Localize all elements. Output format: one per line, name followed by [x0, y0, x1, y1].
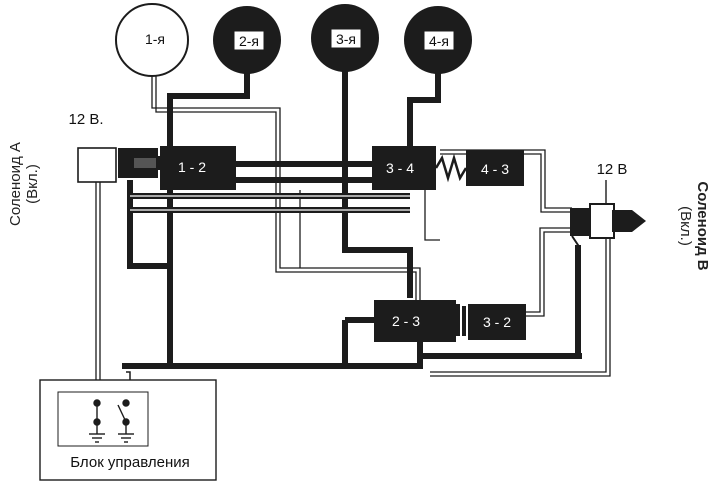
control-unit-label: Блок управления	[70, 454, 189, 471]
valves: 1 - 2 3 - 4 4 - 3 2 - 3 3 - 2	[118, 146, 526, 342]
switch-b-icon	[117, 399, 134, 443]
valve-1-2-label: 1 - 2	[178, 159, 206, 175]
valve-3-4-label: 3 - 4	[386, 160, 414, 176]
valve-1-2: 1 - 2	[118, 146, 236, 190]
gear-circles: 1-я 2-я 3-я 4-я	[115, 3, 472, 77]
solenoid-b-label: Соленоид В (Вкл.)	[671, 161, 711, 291]
thick-lines	[122, 56, 582, 369]
solenoid-b-state: (Вкл.)	[677, 206, 694, 246]
solenoid-a-label: Соленоид А (Вкл.)	[7, 119, 47, 249]
valve-3-2: 3 - 2	[462, 304, 526, 340]
gear-1-label: 1-я	[145, 31, 165, 47]
control-unit-box	[39, 379, 217, 481]
valve-2-3-label: 2 - 3	[392, 313, 420, 329]
solenoid-b-name: Соленоид В	[694, 181, 711, 271]
valve-4-3: 4 - 3	[466, 150, 524, 186]
spring	[434, 153, 468, 183]
gear-4-label: 4-я	[429, 33, 449, 49]
solenoid-b-voltage: 12 В	[597, 161, 628, 178]
solenoid-b-arrow-icon	[612, 210, 646, 232]
thin-lines	[95, 60, 611, 395]
solenoid-a-name: Соленоид А	[7, 142, 24, 226]
gear-3-label: 3-я	[336, 31, 356, 47]
solenoid-a: 12 В.	[68, 111, 117, 183]
valve-4-3-label: 4 - 3	[481, 161, 509, 177]
solenoid-b: 12 В	[570, 161, 646, 249]
solenoid-a-box	[77, 147, 117, 183]
solenoid-a-state: (Вкл.)	[24, 164, 41, 204]
valve-3-2-label: 3 - 2	[483, 314, 511, 330]
line-highlights	[130, 195, 410, 211]
valve-2-3: 2 - 3	[374, 300, 460, 342]
solenoid-a-voltage: 12 В.	[68, 111, 103, 128]
switch-a-icon	[89, 399, 105, 443]
valve-3-4: 3 - 4	[372, 146, 468, 190]
gear-2-label: 2-я	[239, 33, 259, 49]
control-unit: Блок управления	[39, 379, 217, 481]
